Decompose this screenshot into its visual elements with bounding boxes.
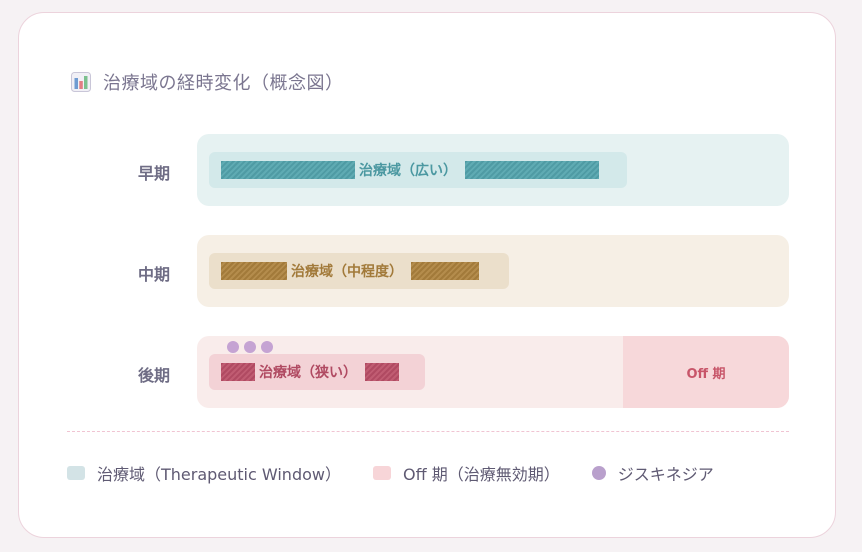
legend-label-therapeutic: 治療域（Therapeutic Window） [97, 465, 341, 484]
track-late: 治療域（狭い） Off 期 [197, 336, 789, 408]
legend: 治療域（Therapeutic Window） Off 期（治療無効期） ジスキ… [67, 461, 746, 485]
dyskinesia-markers [227, 341, 278, 353]
diagram-card: 治療域の経時変化（概念図） 早期 治療域（広い） 中期 治療域（中程度） 後期 … [18, 12, 836, 538]
off-period-label: Off 期 [686, 366, 726, 382]
page-title: 治療域の経時変化（概念図） [103, 73, 344, 94]
legend-divider [67, 431, 789, 432]
window-bar-left-mid [221, 262, 287, 280]
window-bar-left-early [221, 161, 355, 179]
window-label-early: 治療域（広い） [359, 163, 457, 179]
legend-item-off: Off 期（治療無効期） [372, 461, 560, 485]
track-early: 治療域（広い） [197, 134, 789, 206]
therapeutic-window-mid: 治療域（中程度） [209, 253, 509, 289]
legend-swatch-therapeutic [67, 466, 85, 480]
legend-label-off: Off 期（治療無効期） [402, 465, 560, 484]
bar-chart-icon [71, 72, 91, 92]
legend-swatch-dyskinesia [591, 466, 606, 480]
therapeutic-window-late: 治療域（狭い） [209, 354, 425, 390]
track-mid: 治療域（中程度） [197, 235, 789, 307]
legend-item-dyskinesia: ジスキネジア [591, 461, 714, 485]
dyskinesia-dot [261, 341, 273, 353]
row-label-mid: 中期 [137, 265, 170, 284]
window-bar-right-mid [411, 262, 479, 280]
row-label-late: 後期 [137, 366, 170, 385]
window-label-mid: 治療域（中程度） [291, 264, 403, 280]
window-bar-right-late [365, 363, 399, 381]
window-bar-left-late [221, 363, 255, 381]
legend-item-therapeutic: 治療域（Therapeutic Window） [67, 461, 341, 485]
dyskinesia-dot [244, 341, 256, 353]
window-label-late: 治療域（狭い） [259, 365, 357, 381]
title-row: 治療域の経時変化（概念図） [71, 69, 344, 95]
legend-label-dyskinesia: ジスキネジア [617, 465, 714, 484]
row-label-early: 早期 [137, 164, 170, 183]
window-bar-right-early [465, 161, 599, 179]
dyskinesia-dot [227, 341, 239, 353]
off-period-zone: Off 期 [623, 336, 789, 408]
therapeutic-window-early: 治療域（広い） [209, 152, 627, 188]
legend-swatch-off [372, 466, 391, 480]
